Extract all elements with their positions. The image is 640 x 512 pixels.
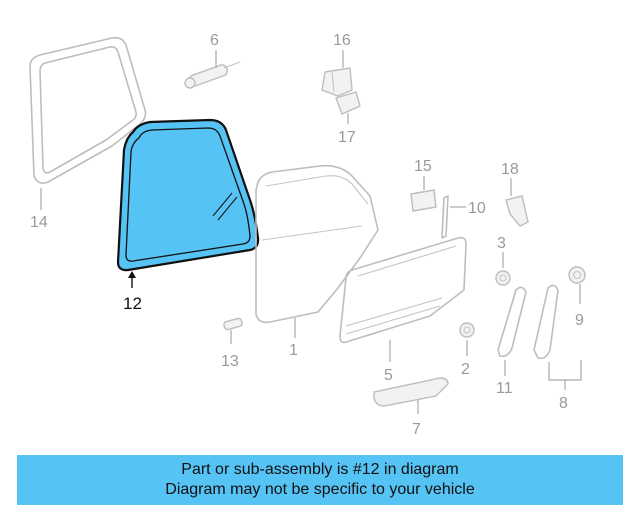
callout-16: 16	[333, 32, 351, 49]
leader-8	[548, 360, 582, 381]
part-6-bolt	[184, 61, 241, 89]
part-2-grommet	[459, 322, 475, 338]
part-16-bracket	[321, 67, 353, 97]
callout-17: 17	[338, 129, 356, 146]
callout-1: 1	[289, 342, 298, 359]
callout-12: 12	[123, 294, 142, 313]
callout-8: 8	[559, 395, 568, 412]
part-3-grommet	[495, 270, 511, 286]
part-9-grommet	[568, 266, 586, 284]
part-17-clip	[335, 91, 361, 115]
callout-9: 9	[575, 312, 584, 329]
part-12-door-glass[interactable]	[116, 118, 260, 272]
callout-7: 7	[412, 421, 421, 438]
leader-12-arrow	[128, 271, 136, 278]
part-14-weatherstrip	[29, 36, 147, 184]
callout-11: 11	[496, 380, 513, 397]
part-7-lower-garnish	[373, 377, 449, 407]
callout-18: 18	[501, 161, 519, 178]
callout-15: 15	[414, 158, 432, 175]
part-11-channel	[497, 286, 527, 358]
callout-2: 2	[461, 361, 470, 378]
part-10-seal	[441, 195, 449, 239]
part-1-door-shell	[255, 164, 379, 324]
callout-6: 6	[210, 32, 219, 49]
callout-5: 5	[384, 367, 393, 384]
parts-diagram: 14 12 6 16 17 1 15	[29, 32, 586, 438]
callout-13: 13	[221, 353, 239, 370]
note-line-1: Part or sub-assembly is #12 in diagram	[181, 461, 459, 478]
part-15-pad	[410, 189, 437, 212]
note-line-2: Diagram may not be specific to your vehi…	[165, 481, 475, 498]
part-8-channel	[533, 284, 559, 360]
callout-3: 3	[497, 235, 506, 252]
callout-14: 14	[30, 214, 48, 231]
diagram-note-banner: Part or sub-assembly is #12 in diagram D…	[17, 455, 623, 505]
part-13-plug	[223, 317, 243, 331]
part-18-clip	[505, 195, 529, 227]
part-5-outer-panel	[339, 236, 467, 344]
callout-10: 10	[468, 200, 486, 217]
